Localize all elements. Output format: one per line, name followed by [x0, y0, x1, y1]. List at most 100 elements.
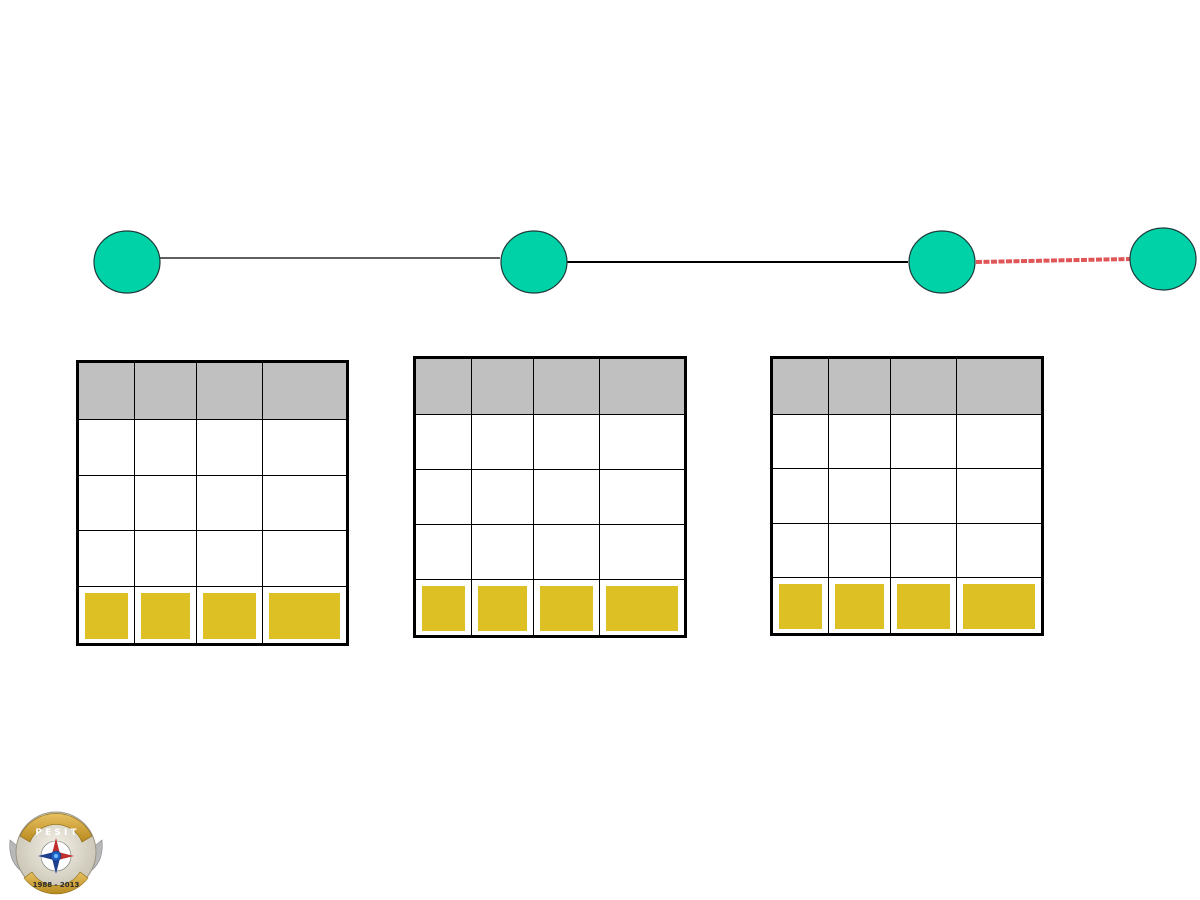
table-cell: [77, 530, 135, 588]
table-cell: [771, 468, 829, 524]
table-row: [771, 413, 1043, 470]
table-footer-cell: [956, 577, 1043, 635]
table-cell: [196, 530, 263, 588]
table-footer-row: [771, 577, 1043, 635]
node-1: [93, 230, 161, 294]
table-cell: [956, 522, 1043, 579]
table-row: [771, 522, 1043, 579]
table-footer-cell: [262, 586, 348, 645]
node-2: [500, 230, 568, 294]
table-header-cell: [262, 361, 348, 420]
table-header-row: [771, 357, 1043, 415]
table-cell: [599, 414, 686, 470]
highlight-block: [478, 585, 527, 631]
highlight-block: [897, 584, 950, 629]
table-header-row: [414, 356, 686, 416]
table-footer-cell: [828, 577, 891, 635]
table-footer-row: [414, 578, 686, 638]
table-cell: [771, 413, 829, 470]
table-cell: [890, 468, 957, 524]
table-header-cell: [890, 357, 957, 415]
node-4: [1129, 227, 1197, 291]
table-footer-cell: [533, 578, 600, 638]
table-cell: [599, 469, 686, 525]
table-footer-cell: [471, 578, 534, 638]
table-cell: [196, 474, 263, 532]
highlight-block: [963, 584, 1035, 629]
highlight-block: [203, 593, 256, 639]
logo-text-bottom: 1988 - 2013: [33, 881, 80, 889]
highlight-block: [606, 585, 678, 631]
table-cell: [890, 413, 957, 470]
table-header-cell: [134, 361, 197, 420]
highlight-block: [779, 584, 822, 629]
table-header-cell: [414, 356, 472, 416]
table-cell: [471, 523, 534, 580]
table-footer-cell: [77, 586, 135, 645]
table-footer-cell: [414, 578, 472, 638]
table-footer-row: [77, 586, 348, 645]
table-footer-cell: [134, 586, 197, 645]
table-row: [414, 414, 686, 470]
table-cell: [533, 414, 600, 470]
table-cell: [890, 522, 957, 579]
table-cell: [134, 418, 197, 476]
table-header-cell: [828, 357, 891, 415]
highlight-block: [85, 593, 128, 639]
highlight-block: [835, 584, 884, 629]
table-cell: [599, 523, 686, 580]
table-row: [414, 523, 686, 580]
table-cell: [533, 469, 600, 525]
table-row: [77, 530, 348, 588]
table-cell: [134, 530, 197, 588]
highlight-block: [422, 585, 465, 631]
table-cell: [828, 413, 891, 470]
routing-table-3: [770, 356, 1044, 636]
pesit-emblem-icon: P E S I T 1988 - 2013: [9, 811, 103, 895]
table-cell: [262, 418, 348, 476]
highlight-block: [540, 585, 593, 631]
table-cell: [262, 530, 348, 588]
table-header-cell: [196, 361, 263, 420]
table-row: [77, 418, 348, 476]
table-cell: [77, 474, 135, 532]
table-row: [414, 469, 686, 525]
table-cell: [471, 414, 534, 470]
table-cell: [471, 469, 534, 525]
table-cell: [134, 474, 197, 532]
table-footer-cell: [771, 577, 829, 635]
table-header-cell: [956, 357, 1043, 415]
highlight-block: [269, 593, 340, 639]
table-cell: [414, 414, 472, 470]
table-cell: [828, 522, 891, 579]
table-cell: [262, 474, 348, 532]
node-3: [908, 230, 976, 294]
network-topology: [93, 227, 1197, 294]
table-header-cell: [77, 361, 135, 420]
table-header-cell: [771, 357, 829, 415]
table-header-cell: [533, 356, 600, 416]
table-row: [771, 468, 1043, 524]
table-cell: [771, 522, 829, 579]
logo-text-top: P E S I T: [35, 828, 77, 838]
link-node-3-node-4-highlighted: [975, 257, 1131, 264]
table-footer-cell: [196, 586, 263, 645]
routing-table-1: [76, 360, 349, 646]
table-cell: [414, 523, 472, 580]
table-header-cell: [471, 356, 534, 416]
table-cell: [196, 418, 263, 476]
table-cell: [956, 413, 1043, 470]
table-cell: [956, 468, 1043, 524]
table-footer-cell: [890, 577, 957, 635]
table-cell: [828, 468, 891, 524]
highlight-block: [141, 593, 190, 639]
table-footer-cell: [599, 578, 686, 638]
table-cell: [77, 418, 135, 476]
table-cell: [533, 523, 600, 580]
table-row: [77, 474, 348, 532]
routing-table-2: [413, 356, 687, 638]
table-header-row: [77, 361, 348, 420]
table-header-cell: [599, 356, 686, 416]
table-cell: [414, 469, 472, 525]
